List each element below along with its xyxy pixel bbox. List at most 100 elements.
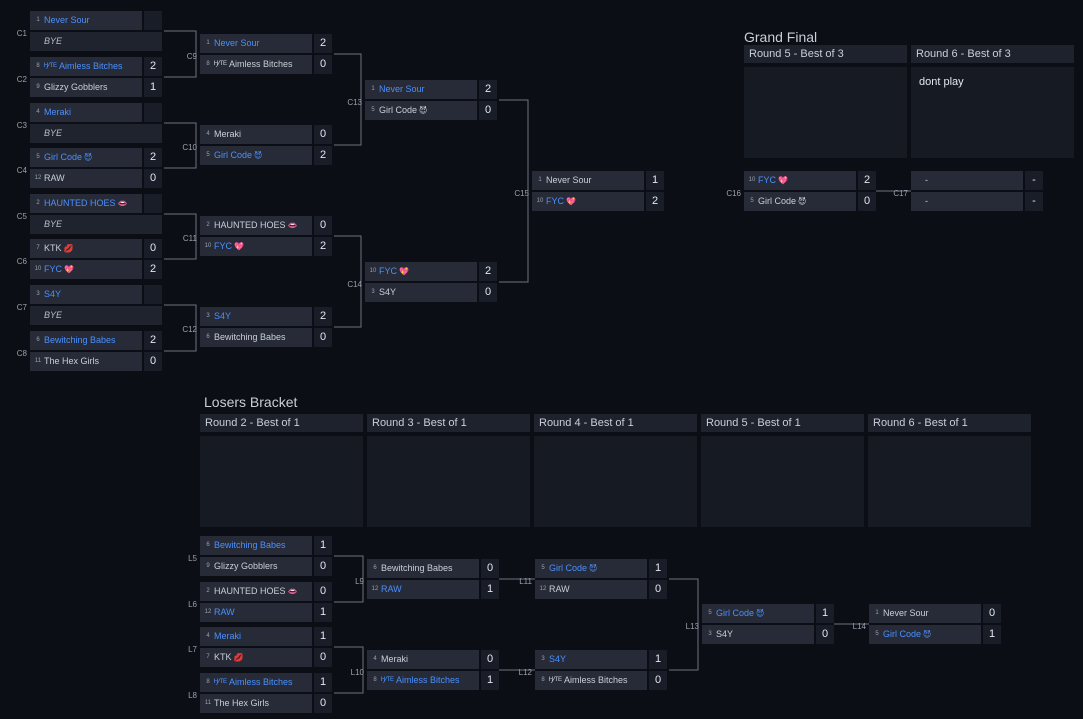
score: 2 [644,192,664,211]
score: 0 [312,328,332,347]
participant-row-c17-1[interactable]: -- [911,171,1043,190]
participant-row-c7-2[interactable]: BYE [30,306,162,325]
seed-number: 9 [36,84,40,90]
kiss-icon: 💋 [233,653,244,662]
participant-name: S4Y [214,307,310,326]
participant-name: HAUNTED HOES👄 [214,582,310,601]
participant-row-c5-2[interactable]: BYE [30,215,162,234]
score: 2 [142,331,162,350]
participant-name: Meraki [214,627,310,646]
seed-number: 8 [206,61,210,67]
score: 0 [479,559,499,578]
participant-name-text: ᴴ⁄ᵀᴱ Aimless Bitches [214,59,293,69]
losers-round-6-header: Round 6 - Best of 1 [868,414,1031,432]
kiss-icon: 💋 [63,244,74,253]
participant-name-text: Never Sour [546,175,592,185]
participant-name: Girl Code😈 [716,604,812,623]
seed-number: 9 [206,563,210,569]
score: 2 [477,262,497,281]
participant-name-text: HAUNTED HOES [44,198,116,208]
participant-name-text: S4Y [44,289,62,299]
participant-name-text: The Hex Girls [214,698,270,708]
score: 1 [814,604,834,623]
participant-name: RAW [44,169,140,188]
participant-name: Meraki [44,103,140,122]
seed-number: 11 [34,358,42,364]
participant-row-c3-1[interactable]: 4 Meraki [30,103,162,122]
score: 0 [142,239,162,258]
score: 0 [312,694,332,713]
score: 0 [142,352,162,371]
participant-name-text: Girl Code [379,105,418,115]
seed-number: 6 [373,565,377,571]
score: 1 [312,627,332,646]
participant-row-c3-2[interactable]: BYE [30,124,162,143]
participant-name-text: ᴴ⁄ᵀᴱ Aimless Bitches [44,61,123,71]
seed-number: 2 [206,222,210,228]
participant-name: HAUNTED HOES👄 [214,216,310,235]
score: 0 [312,557,332,576]
score: 0 [814,625,834,644]
grand-final-round-5-panel [744,67,907,158]
participant-row-c1-2[interactable]: BYE [30,32,162,51]
participant-name-text: BYE [44,310,63,320]
lips-icon: 👄 [287,221,298,230]
grand-final-round-5-header: Round 5 - Best of 3 [744,45,907,63]
devil-face-icon: 😈 [419,106,428,115]
participant-name: FYC💖 [758,171,854,190]
seed-number: 4 [36,109,40,115]
participant-name: Girl Code😈 [549,559,645,578]
participant-name-text: RAW [549,584,570,594]
participant-row-c17-2[interactable]: -- [911,192,1043,211]
